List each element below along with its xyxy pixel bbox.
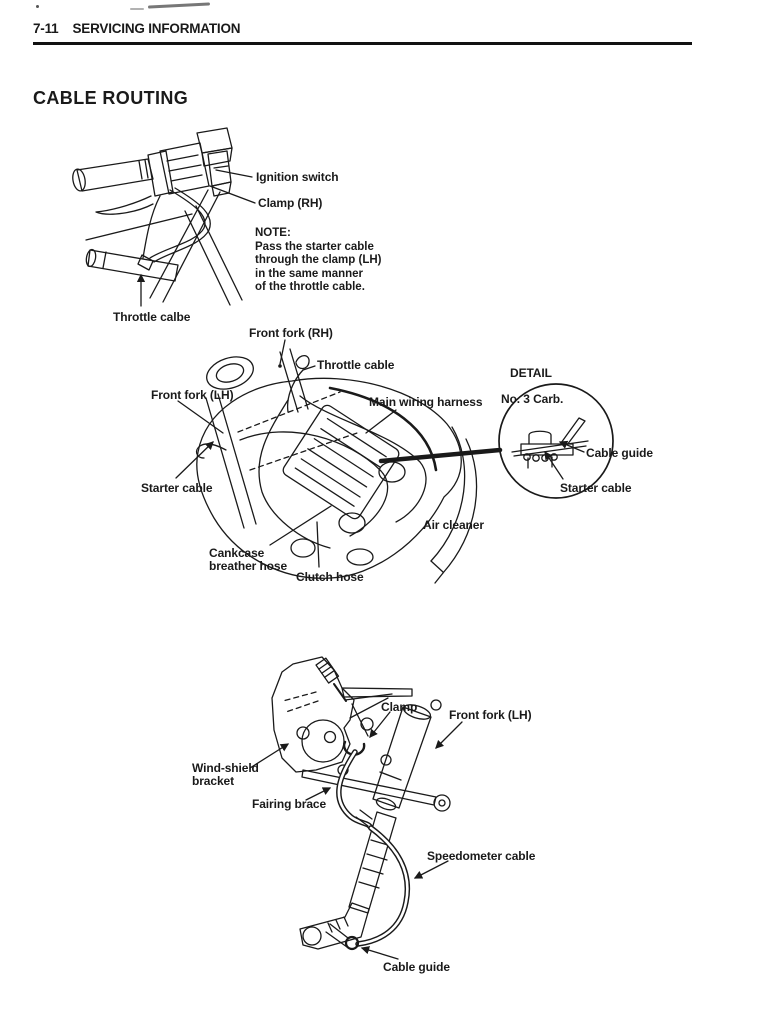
ignition-switch-label: Ignition switch — [256, 170, 339, 184]
front-fork-lh-label: Front fork (LH) — [151, 388, 234, 402]
scan-smudge — [130, 8, 144, 10]
main-wiring-harness-label: Main wiring harness — [369, 395, 483, 409]
note-line: in the same manner — [255, 267, 364, 280]
note-line: Pass the starter cable — [255, 240, 374, 253]
fairing-brace-label: Fairing brace — [252, 797, 327, 811]
fairing-diagram-art — [249, 656, 463, 960]
clutch-hose-label: Clutch hose — [296, 570, 364, 584]
section-title: SERVICING INFORMATION — [72, 21, 241, 36]
section-number: 7-11 — [33, 21, 59, 36]
throttle-cable-label: Throttle cable — [317, 358, 395, 372]
throttle-calbe-label: Throttle calbe — [113, 310, 191, 324]
note-line: through the clamp (LH) — [255, 254, 382, 266]
note-block: NOTE: Pass the starter cable through the… — [255, 227, 382, 295]
handlebar-diagram-art — [72, 127, 256, 307]
starter-cable-left-label: Starter cable — [141, 481, 213, 495]
starter-cable-detail-label: Starter cable — [560, 481, 632, 495]
header-rule — [33, 42, 692, 45]
steering-head-diagram-art — [175, 339, 614, 584]
page-title: CABLE ROUTING — [33, 88, 189, 108]
front-fork-rh-label: Front fork (RH) — [249, 326, 333, 340]
scan-smudge — [36, 5, 39, 8]
air-cleaner-label: Air cleaner — [423, 518, 484, 532]
page-header: 7-11 SERVICING INFORMATION — [33, 21, 240, 36]
cable-guide-detail-label: Cable guide — [586, 446, 653, 460]
clamp-rh-label: Clamp (RH) — [258, 196, 323, 210]
note-title: NOTE: — [255, 227, 291, 239]
detail-title-label: DETAIL — [510, 366, 552, 380]
cable-guide3-label: Cable guide — [383, 960, 450, 974]
note-line: of the throttle cable. — [255, 281, 365, 293]
clamp-label: Clamp — [381, 700, 418, 714]
crankcase-breather-label: Cankcase breather hose — [209, 546, 288, 573]
speedometer-cable-label: Speedometer cable — [427, 849, 536, 863]
front-fork-lh3-label: Front fork (LH) — [449, 708, 532, 722]
windshield-bracket-label: Wind-shield bracket — [192, 761, 259, 788]
no3-carb-label: No. 3 Carb. — [501, 392, 564, 406]
